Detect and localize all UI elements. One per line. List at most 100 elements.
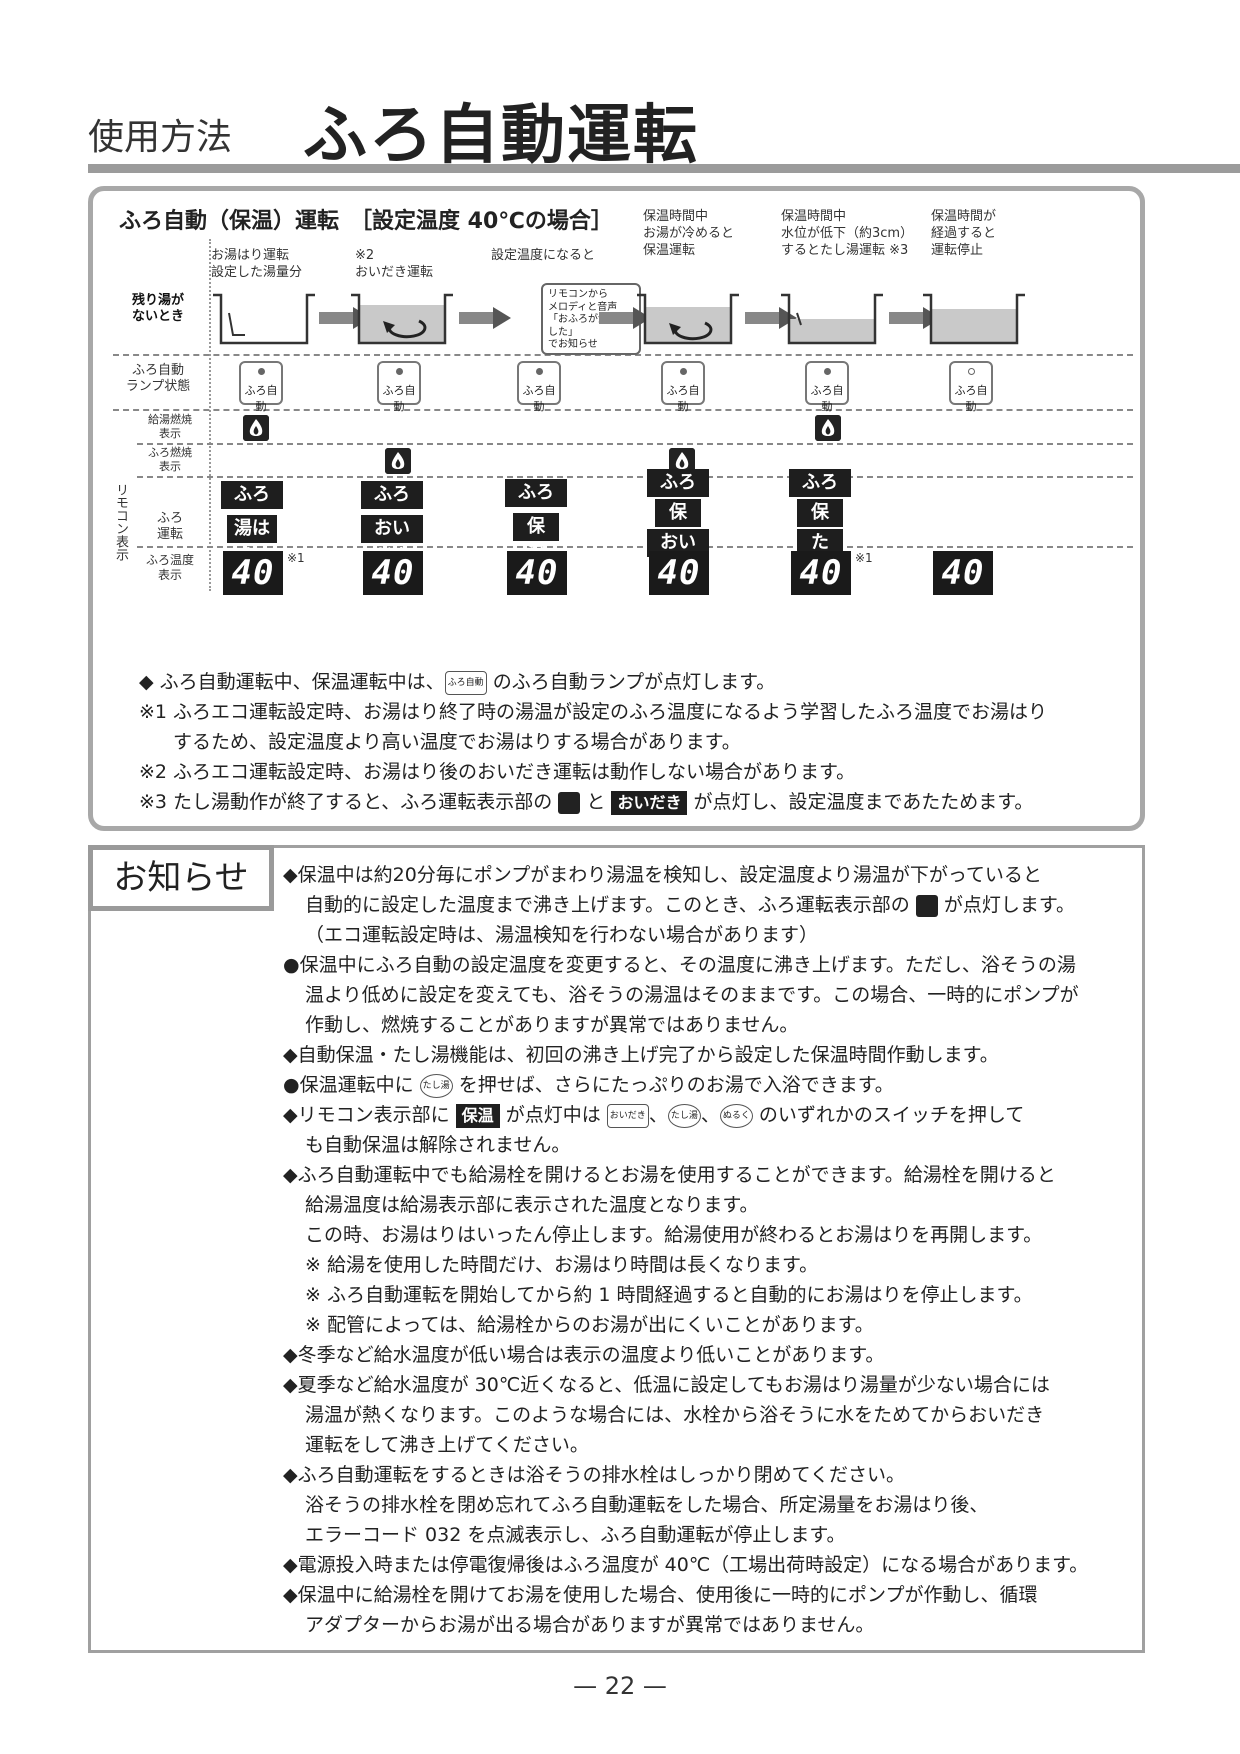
notice-line: アダプターからお湯が出る場合がありますが異常ではありません。 xyxy=(305,1614,875,1636)
note-line: ※3 たし湯動作が終了すると、ふろ運転表示部の と おいだき が点灯し、設定温度… xyxy=(139,790,1034,815)
temp-display: 40 xyxy=(791,551,851,595)
row-label-furo-burn: ふろ燃焼表示 xyxy=(148,446,192,473)
notice-line: ◆冬季など給水温度が低い場合は表示の温度より低いことがあります。 xyxy=(283,1344,885,1366)
notice-line: 給湯温度は給湯表示部に表示された温度となります。 xyxy=(305,1194,759,1216)
notice-line: 浴そうの排水栓を閉め忘れてふろ自動運転をした場合、所定湯量をお湯はり後、 xyxy=(305,1494,989,1516)
notice-line: 湯温が熱くなります。このような場合には、水栓から浴そうに水をためてからおいだき xyxy=(305,1404,1045,1426)
temp-display: 40 xyxy=(507,551,567,595)
stage-caption: お湯はり運転設定した湯量分 xyxy=(211,247,303,280)
notice-line: ◆保温中は約20分毎にポンプがまわり湯温を検知し、設定温度より湯温が下がっている… xyxy=(283,864,1042,886)
notice-line: ●保温運転中に たし湯 を押せば、さらにたっぷりのお湯で入浴できます。 xyxy=(283,1073,894,1098)
bathtub-reheat-icon xyxy=(351,293,453,345)
header-rule xyxy=(88,164,1240,173)
row-divider xyxy=(137,476,1133,478)
flow-arrow-icon xyxy=(599,307,651,329)
row-label-furo-temp: ふろ温度表示 xyxy=(145,553,194,582)
nuruku-button-icon: ぬるく xyxy=(719,1103,753,1128)
row-label-lamp: ふろ自動ランプ状態 xyxy=(125,363,191,395)
display-badge: ふろ自動 xyxy=(221,481,283,533)
notice-line: ※ 給湯を使用した時間だけ、お湯はり時間は長くなります。 xyxy=(305,1254,819,1276)
display-badge: 保温 xyxy=(513,513,559,565)
notice-line: ※ 配管によっては、給湯栓からのお湯が出にくいことがあります。 xyxy=(305,1314,874,1336)
flame-icon xyxy=(385,448,411,474)
notice-line: も自動保温は解除されません。 xyxy=(305,1134,571,1156)
notice-box: お知らせ ◆保温中は約20分毎にポンプがまわり湯温を検知し、設定温度より湯温が下… xyxy=(88,845,1145,1653)
notice-line: 作動し、燃焼することがありますが異常ではありません。 xyxy=(305,1014,799,1036)
stage-caption: 設定温度になると xyxy=(491,247,596,263)
section-label: 使用方法 xyxy=(88,117,233,158)
notice-tag: お知らせ xyxy=(88,845,274,911)
notice-line: ◆保温中に給湯栓を開けてお湯を使用した場合、使用後に一時的にポンプが作動し、循環 xyxy=(283,1584,1038,1606)
flame-icon xyxy=(915,894,938,917)
column-divider xyxy=(209,239,211,591)
stage-caption: 保温時間中水位が低下（約3cm）するとたし湯運転 ※3 xyxy=(781,209,914,258)
notice-line: ◆ふろ自動運転中でも給湯栓を開けるとお湯を使用することができます。給湯栓を開ける… xyxy=(283,1164,1056,1186)
furo-auto-lamp: ふろ自動 xyxy=(805,361,849,413)
display-badge: おいだき xyxy=(361,515,423,567)
page-number: — 22 — xyxy=(573,1672,667,1700)
flame-icon xyxy=(815,415,841,441)
oidaki-button-icon: おいだき xyxy=(606,1103,649,1128)
oidaki-badge: おいだき xyxy=(611,790,688,815)
row-label-no-water: 残り湯がないとき xyxy=(131,293,184,325)
temp-display: 40 xyxy=(649,551,709,595)
row-divider xyxy=(137,546,1133,548)
display-badge: ふろ自動 xyxy=(647,469,709,521)
row-label-furo-run: ふろ運転 xyxy=(156,511,183,543)
note-line: ※2 ふろエコ運転設定時、お湯はり後のおいだき運転は動作しない場合があります。 xyxy=(139,761,856,783)
notice-line: ◆夏季など給水温度が 30℃近くなると、低温に設定してもお湯はり湯量が少ない場合… xyxy=(283,1374,1050,1396)
row-label-kyutou: 給湯燃焼表示 xyxy=(148,413,192,440)
page-title: ふろ自動運転 xyxy=(303,99,699,173)
notice-line: エラーコード 032 を点滅表示し、ふろ自動運転が停止します。 xyxy=(305,1524,846,1546)
furo-auto-button-icon: ふろ自動 xyxy=(444,670,487,695)
display-badge: ふろ自動 xyxy=(789,469,851,521)
display-badge: ふろ自動 xyxy=(361,481,423,533)
notice-line: ●保温中にふろ自動の設定温度を変更すると、その温度に沸き上げます。ただし、浴そう… xyxy=(283,954,1076,976)
row-label-remote: リモコン表示 xyxy=(113,483,128,561)
furo-auto-lamp: ふろ自動 xyxy=(517,361,561,413)
furo-auto-lamp-off: ふろ自動 xyxy=(949,361,993,413)
notice-body: ◆保温中は約20分毎にポンプがまわり湯温を検知し、設定温度より湯温が下がっている… xyxy=(283,860,1143,1640)
notice-line: （エコ運転設定時は、湯温検知を行わない場合があります） xyxy=(305,924,819,946)
panel-notes: ◆ ふろ自動運転中、保温運転中は、ふろ自動 のふろ自動ランプが点灯します。 ※1… xyxy=(139,667,1139,817)
footnote-mark: ※1 xyxy=(855,551,873,565)
temp-display: 40 xyxy=(223,551,283,595)
bathtub-stopped-icon xyxy=(923,293,1025,345)
row-divider xyxy=(113,409,1133,411)
bathtub-topup-icon xyxy=(781,293,883,345)
flame-icon xyxy=(558,791,581,814)
notice-line: ◆自動保温・たし湯機能は、初回の沸き上げ完了から設定した保温時間作動します。 xyxy=(283,1044,999,1066)
furo-auto-lamp: ふろ自動 xyxy=(661,361,705,413)
furo-auto-lamp: ふろ自動 xyxy=(239,361,283,413)
temp-display: 40 xyxy=(933,551,993,595)
notice-line: 温より低めに設定を変えても、浴そうの湯温はそのままです。この場合、一時的にポンプ… xyxy=(305,984,1079,1006)
note-line: するため、設定温度より高い温度でお湯はりする場合があります。 xyxy=(173,731,741,753)
flow-arrow-icon xyxy=(459,307,511,329)
stage-caption: 保温時間が経過すると運転停止 xyxy=(931,209,997,258)
notice-line: ※ ふろ自動運転を開始してから約 1 時間経過すると自動的にお湯はりを停止します… xyxy=(305,1284,1033,1306)
row-divider xyxy=(137,443,1133,445)
operation-diagram-panel: ふろ自動（保温）運転 ［設定温度 40℃の場合］ 残り湯がないとき ふろ自動ラン… xyxy=(88,186,1145,831)
notice-line: ◆電源投入時または停電復帰後はふろ温度が 40℃（工場出荷時設定）になる場合があ… xyxy=(283,1554,1089,1576)
panel-title: ふろ自動（保温）運転 ［設定温度 40℃の場合］ xyxy=(119,209,613,234)
temp-display: 40 xyxy=(363,551,423,595)
hoon-badge: 保温 xyxy=(455,1103,500,1128)
display-badge: ふろ自動 xyxy=(505,479,567,531)
tashiyu-button-icon: たし湯 xyxy=(419,1073,453,1098)
display-badge: 保温 xyxy=(797,499,843,551)
note-line: ◆ ふろ自動運転中、保温運転中は、ふろ自動 のふろ自動ランプが点灯します。 xyxy=(139,670,776,695)
tashiyu-button-icon: たし湯 xyxy=(667,1103,701,1128)
notice-line: 自動的に設定した温度まで沸き上げます。このとき、ふろ運転表示部の が点灯します。 xyxy=(305,894,1075,917)
row-divider xyxy=(113,354,1133,356)
notice-line: 運転をして沸き上げてください。 xyxy=(305,1434,589,1456)
display-badge: 保温 xyxy=(655,499,701,551)
bathtub-keepwarm-icon xyxy=(637,293,739,345)
stage-caption: 保温時間中お湯が冷めると保温運転 xyxy=(643,209,735,258)
notice-line: この時、お湯はりはいったん停止します。給湯使用が終わるとお湯はりを再開します。 xyxy=(305,1224,1043,1246)
notice-line: ◆リモコン表示部に 保温 が点灯中は おいだき、たし湯、ぬるく のいずれかのスイ… xyxy=(283,1103,1025,1128)
page-header: 使用方法 ふろ自動運転 xyxy=(88,78,1238,178)
note-line: ※1 ふろエコ運転設定時、お湯はり終了時の湯温が設定のふろ温度になるよう学習した… xyxy=(139,701,1048,723)
footnote-mark: ※1 xyxy=(287,551,305,565)
bathtub-empty-icon xyxy=(213,293,315,345)
